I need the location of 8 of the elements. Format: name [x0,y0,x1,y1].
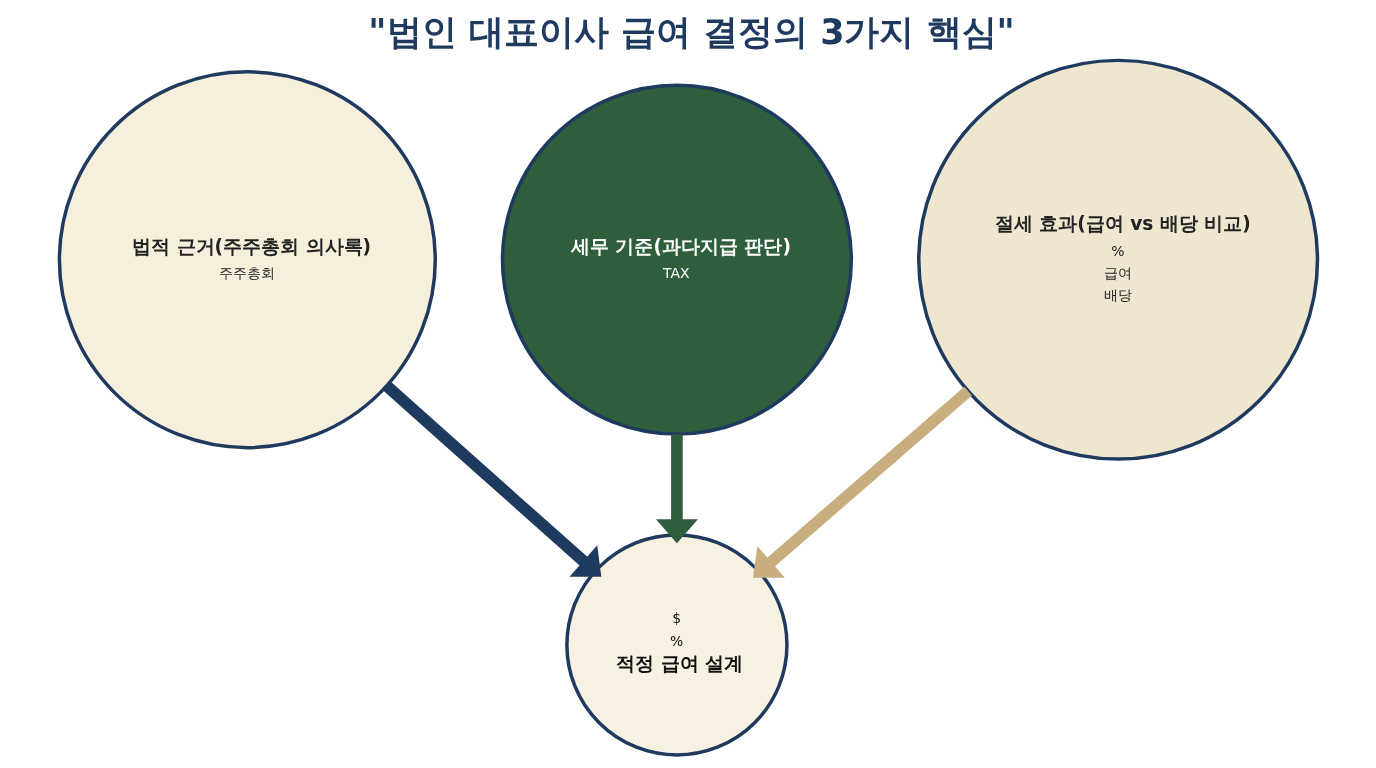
node-circle: $ % 적정 급여 설계 [564,533,789,757]
arrow [382,381,601,577]
node-circle: 세무 기준(과다지급 판단) TAX [500,83,853,436]
diagram-title: "법인 대표이사 급여 결정의 3가지 핵심" [367,12,1015,53]
node-circle: 절세 효과(급여 vs 배당 비교) % 급여 배당 [916,58,1319,461]
arrow [752,386,972,578]
arrow [655,434,698,544]
node-circle: 법적 근거(주주총회 의사록) 주주총회 [57,70,437,450]
